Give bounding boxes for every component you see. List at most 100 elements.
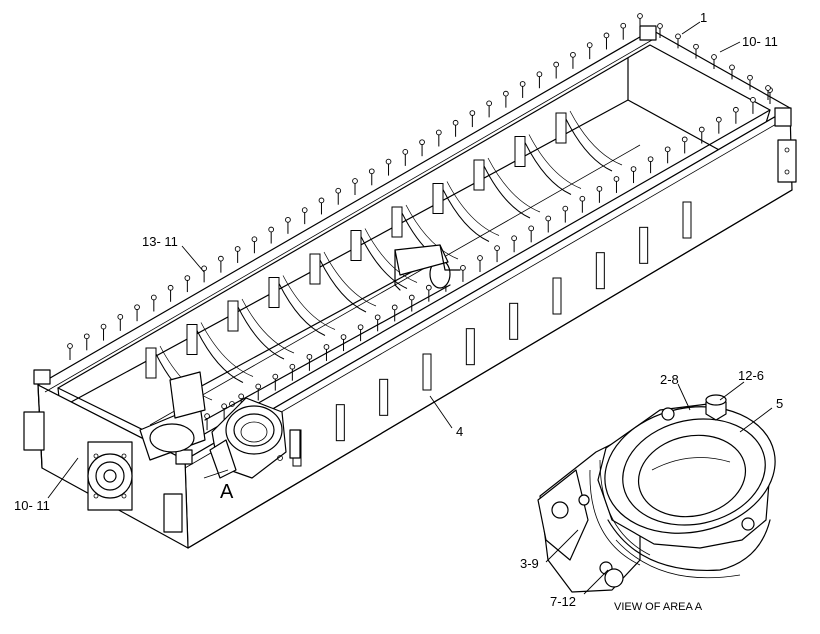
callout-10-11-top: 10- 11: [742, 34, 778, 49]
bolt: [747, 74, 753, 90]
face-slot: [552, 277, 562, 315]
bolt: [289, 363, 296, 381]
face-slot: [465, 328, 475, 366]
rib: [473, 157, 541, 219]
rib: [309, 251, 377, 313]
rib: [514, 134, 582, 195]
bolt: [596, 185, 603, 203]
bolt: [545, 215, 552, 233]
bolt: [285, 216, 291, 234]
bolt: [681, 136, 688, 154]
callout-10-11-bottom: 10- 11: [14, 498, 50, 513]
detail-view-area-a: [537, 394, 776, 593]
bolt: [335, 187, 342, 205]
bolt: [150, 294, 157, 312]
bolt: [357, 324, 364, 342]
bolt: [67, 343, 73, 360]
bolt: [511, 235, 517, 253]
face-slot: [682, 201, 692, 239]
face-slot: [335, 404, 345, 442]
bolt: [698, 126, 705, 144]
bolt: [469, 110, 476, 128]
right-end-details: [639, 25, 797, 183]
bolt: [352, 178, 358, 195]
bolt: [83, 333, 90, 351]
bolt: [218, 255, 224, 273]
rib: [268, 275, 336, 336]
callout-12-6: 12-6: [738, 368, 764, 383]
bolt-row-back: [67, 13, 643, 360]
bolt: [385, 158, 392, 176]
bolt: [494, 245, 500, 263]
bolt: [100, 323, 107, 341]
callout-13-11: 13- 11: [142, 234, 178, 249]
bolt: [711, 54, 717, 69]
bolt: [553, 61, 560, 79]
rib: [350, 228, 418, 289]
bolt: [536, 71, 543, 89]
bolt: [340, 334, 347, 352]
bolt: [503, 90, 509, 108]
detail-caption: VIEW OF AREA A: [614, 601, 703, 613]
bolt-row-front: [187, 87, 773, 440]
bolt: [402, 149, 409, 166]
bolt: [613, 176, 620, 193]
bolt: [301, 207, 308, 225]
callout-labels: 1 10- 11 13- 11 4 10- 11 A 2-8 12-6 5 3-…: [14, 10, 783, 613]
callout-2-8: 2-8: [660, 372, 679, 387]
bolt: [630, 166, 637, 184]
bolt: [306, 353, 313, 371]
bolt: [318, 197, 325, 215]
callout-area-a: A: [220, 481, 234, 503]
bolt: [368, 168, 375, 186]
callout-4: 4: [456, 424, 463, 439]
rib: [432, 181, 500, 242]
rib: [555, 110, 623, 172]
callout-5: 5: [776, 396, 783, 411]
bolt: [729, 64, 735, 80]
face-slot: [379, 378, 389, 416]
bolt: [657, 23, 663, 38]
bolt: [201, 265, 207, 283]
bolt: [664, 146, 671, 164]
bolt: [562, 205, 569, 223]
face-slot: [595, 252, 605, 290]
left-end-details: [23, 369, 193, 533]
bolt: [268, 226, 275, 244]
callout-1: 1: [700, 10, 707, 25]
bolt: [647, 156, 654, 174]
bolt: [750, 97, 756, 114]
bolt: [425, 284, 432, 302]
leader-lines: [47, 21, 773, 595]
callout-7-12: 7-12: [550, 594, 576, 609]
internal-shaft: [139, 244, 461, 461]
bolt: [460, 265, 466, 282]
bolt: [323, 344, 330, 361]
face-slot: [422, 353, 432, 391]
bolt: [117, 314, 124, 331]
bolt: [419, 139, 425, 157]
bolt: [693, 43, 699, 59]
bolt: [452, 119, 459, 137]
callout-3-9: 3-9: [520, 556, 539, 571]
bolt: [184, 275, 191, 293]
rib: [186, 322, 254, 383]
bolt: [486, 100, 492, 118]
bolt: [528, 225, 535, 243]
bolt: [234, 246, 241, 263]
bolt-row-right: [657, 23, 771, 100]
bolt: [272, 373, 279, 391]
bolt: [221, 403, 227, 421]
bolt: [435, 129, 442, 147]
bolt: [251, 236, 258, 254]
bolt: [519, 81, 526, 98]
internal-ribs: [145, 110, 623, 407]
rib: [227, 298, 295, 360]
bolt: [134, 304, 140, 322]
bolt: [765, 85, 771, 100]
face-slot: [639, 226, 649, 264]
bolt: [570, 51, 576, 69]
bolt: [675, 33, 681, 49]
bolt: [586, 42, 593, 60]
